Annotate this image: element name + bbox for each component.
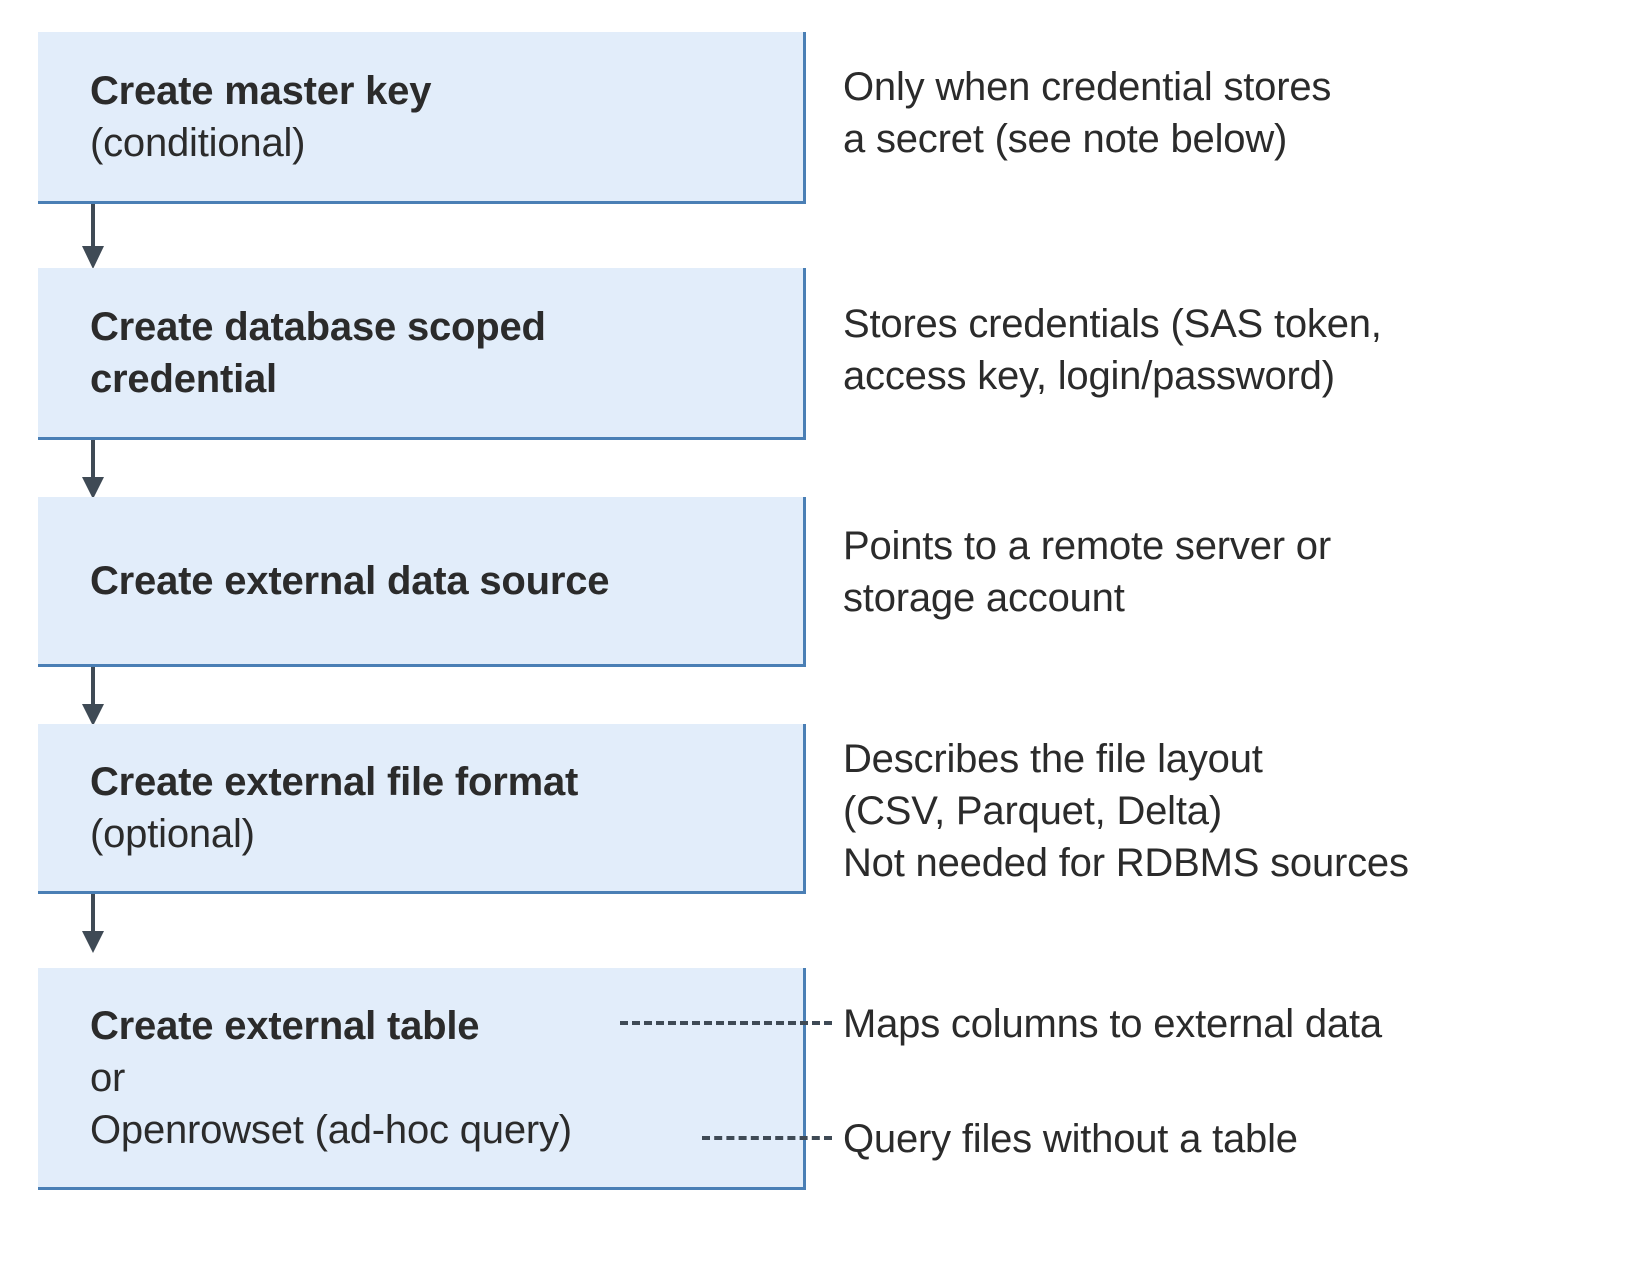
note-line: storage account [843,576,1125,620]
step-label-line: Create database scoped [90,304,546,349]
step-box-text: Create database scoped credential [38,301,803,405]
step-box-create-external-file-format[interactable]: Create external file format (optional) [38,724,806,894]
note-line: a secret (see note below) [843,117,1288,161]
step-box-create-master-key[interactable]: Create master key (conditional) [38,32,806,204]
step-label-line: Create external file format [90,759,579,804]
step-alternate-label-line: Openrowset (ad-hoc query) [90,1104,789,1156]
note-line: (CSV, Parquet, Delta) [843,789,1222,833]
note-create-master-key: Only when credential stores a secret (se… [843,61,1623,165]
step-label-line: Create master key [90,68,432,113]
note-line: Points to a remote server or [843,524,1331,568]
arrow-down-icon-1 [76,204,110,270]
step-label-line: Create external data source [90,558,610,603]
step-conjunction-line: or [90,1055,126,1100]
step-sublabel-line: (optional) [90,811,255,856]
dashed-connector-external-table [620,1021,832,1029]
note-line: Only when credential stores [843,65,1332,109]
arrow-down-icon-3 [76,667,110,727]
note-line: Not needed for RDBMS sources [843,841,1409,885]
note-line: Maps columns to external data [843,1002,1382,1046]
openrowset-keyword: Openrowset [90,1107,304,1152]
step-box-create-database-scoped-credential[interactable]: Create database scoped credential [38,268,806,440]
step-label-line: Create external table [90,1003,480,1048]
arrow-down-icon-2 [76,440,110,500]
step-box-text: Create external data source [38,555,803,607]
note-line: Query files without a table [843,1117,1298,1161]
step-box-text: Create external file format (optional) [38,756,803,860]
openrowset-qualifier: (ad-hoc query) [303,1107,573,1152]
step-box-text: Create external table or Openrowset (ad-… [38,1000,803,1156]
step-box-create-external-data-source[interactable]: Create external data source [38,497,806,667]
note-line: Stores credentials (SAS token, [843,302,1382,346]
step-sublabel-line: (conditional) [90,120,306,165]
step-box-create-external-table-or-openrowset[interactable]: Create external table or Openrowset (ad-… [38,968,806,1190]
note-create-external-file-format: Describes the file layout (CSV, Parquet,… [843,733,1623,889]
dashed-connector-openrowset [702,1136,832,1144]
note-external-table: Maps columns to external data [843,998,1623,1050]
note-openrowset: Query files without a table [843,1113,1623,1165]
note-create-database-scoped-credential: Stores credentials (SAS token, access ke… [843,298,1623,402]
step-label-line: credential [90,356,277,401]
note-line: access key, login/password) [843,354,1335,398]
note-line: Describes the file layout [843,737,1263,781]
step-box-text: Create master key (conditional) [38,65,803,169]
note-create-external-data-source: Points to a remote server or storage acc… [843,520,1623,624]
arrow-down-icon-4 [76,894,110,954]
